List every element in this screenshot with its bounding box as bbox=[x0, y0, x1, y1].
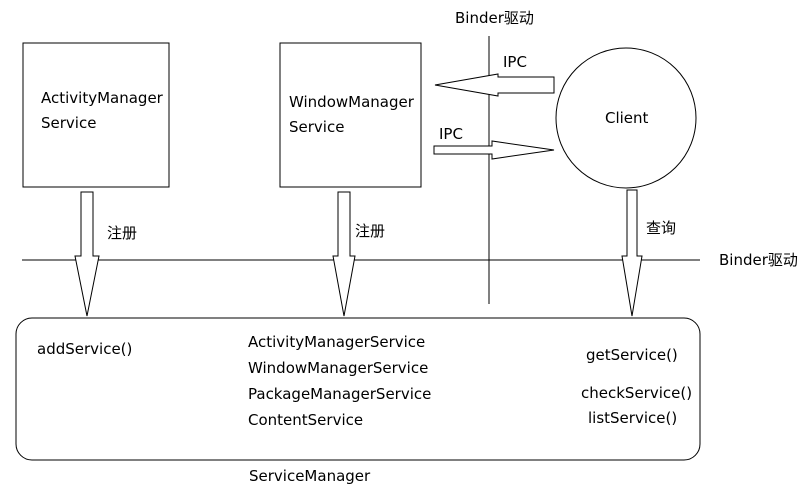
query-label: 查询 bbox=[646, 219, 677, 237]
service-list-item: PackageManagerService bbox=[248, 385, 432, 403]
activity-manager-box bbox=[22, 42, 170, 188]
list-service-label: listService() bbox=[588, 409, 678, 427]
window-manager-box bbox=[279, 42, 422, 188]
binder-driver-label-top: Binder驱动 bbox=[455, 9, 534, 27]
register-arrow-wms bbox=[332, 191, 356, 317]
register-label-wms: 注册 bbox=[355, 222, 386, 240]
client-label: Client bbox=[605, 109, 649, 127]
service-manager-box bbox=[15, 317, 701, 461]
get-service-label: getService() bbox=[586, 346, 678, 364]
service-list-item: ContentService bbox=[248, 411, 364, 429]
add-service-label: addService() bbox=[37, 340, 133, 358]
service-manager-label: ServiceManager bbox=[249, 467, 371, 485]
wms-label-line2: Service bbox=[289, 118, 345, 136]
ipc-label-top: IPC bbox=[503, 53, 527, 71]
ipc-arrow-to-client bbox=[433, 140, 555, 160]
ipc-arrow-to-wms bbox=[434, 73, 555, 97]
check-service-label: checkService() bbox=[581, 384, 693, 402]
client-circle bbox=[555, 47, 697, 189]
ipc-label-bottom: IPC bbox=[439, 125, 463, 143]
register-label-ams: 注册 bbox=[107, 224, 138, 242]
query-arrow-client bbox=[621, 189, 643, 317]
ams-label-line2: Service bbox=[41, 114, 97, 132]
service-list-item: ActivityManagerService bbox=[248, 333, 426, 351]
ams-label-line1: ActivityManager bbox=[41, 89, 163, 107]
register-arrow-ams bbox=[74, 191, 100, 317]
wms-label-line1: WindowManager bbox=[289, 93, 414, 111]
binder-driver-label-right: Binder驱动 bbox=[719, 251, 798, 269]
service-list-item: WindowManagerService bbox=[248, 359, 429, 377]
